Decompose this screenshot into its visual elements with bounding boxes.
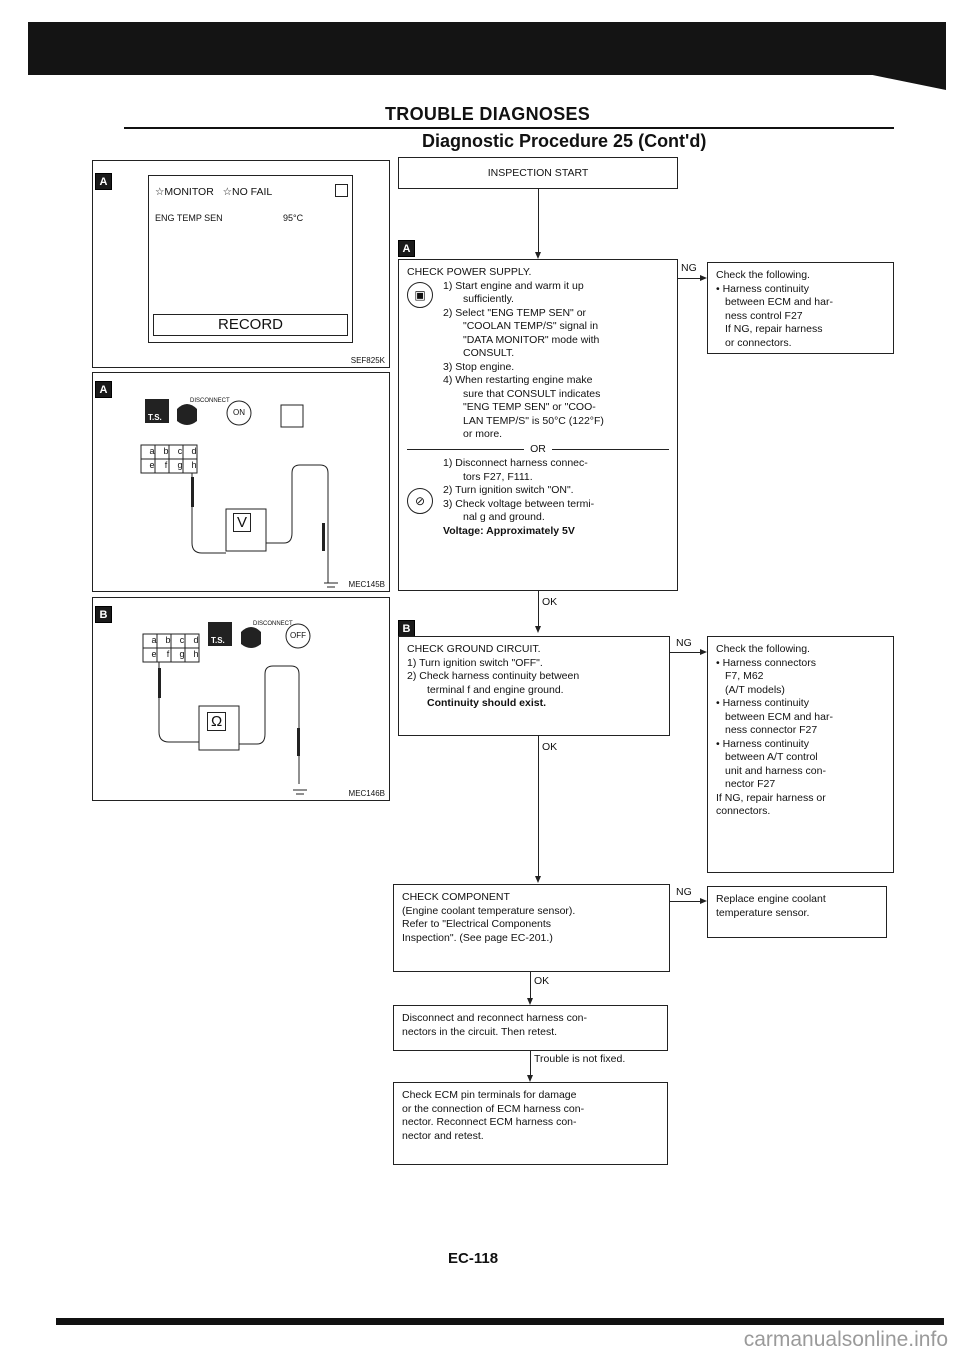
watermark: carmanualsonline.info [743,1328,948,1351]
figure-id: MEC145B [348,580,385,589]
alt-instructions: 1) Disconnect harness connec- tors F27, … [407,457,669,538]
flow-start-label: INSPECTION START [487,167,589,179]
flow-connector [538,591,539,628]
item-name: ENG TEMP SEN [155,213,223,223]
step3-ng-action: Replace engine coolant temperature senso… [707,886,887,938]
page-number: EC-118 [448,1250,499,1267]
disconnect-label: DISCONNECT [253,621,293,627]
procedure-title: Diagnostic Procedure 25 (Cont'd) [422,131,707,151]
flow-connector [670,901,700,902]
star-icon: ☆ [155,186,165,198]
off-label: OFF [290,631,306,640]
flow-connector [670,652,700,653]
ohmmeter-label: Ω [207,712,227,731]
figure-voltage-check: A DISCONNECT T.S. ON a b c d e f g h V M… [92,372,390,592]
item-value: 95°C [283,213,304,223]
ok-label: OK [534,975,550,987]
figure-monitor: A ☆MONITOR ☆NO FAIL ENG TEMP SEN 95°C RE… [92,160,390,368]
arrow-right-icon [700,275,707,281]
figure-tag-b: B [95,606,112,623]
arrow-down-icon [535,876,541,883]
arrow-down-icon [535,626,541,633]
step-check-ecm-pins: Check ECM pin terminals for damage or th… [393,1082,668,1165]
step-title: CHECK POWER SUPPLY. [407,266,532,278]
step-tag-a: A [398,240,415,257]
checkbox-icon [335,184,348,197]
header-bar [28,22,946,90]
ng-label: NG [676,886,692,898]
continuity-diagram [142,622,311,795]
figure-tag-a: A [95,173,112,190]
voltage-diagram [140,399,338,588]
result-label: Trouble is not fixed. [534,1053,626,1065]
consult-screen: ☆MONITOR ☆NO FAIL ENG TEMP SEN 95°C RECO… [148,175,353,343]
connector-bottom-row: e f g h [149,460,197,470]
flow-connector [538,189,539,254]
step-check-component: CHECK COMPONENT (Engine coolant temperat… [393,884,670,972]
arrow-right-icon [700,649,707,655]
footer-bar [56,1318,944,1325]
flow-connector [530,972,531,1000]
flow-start-box: INSPECTION START [398,157,678,189]
step-check-power-supply: CHECK POWER SUPPLY. ▣ 1) Start engine an… [398,259,678,591]
step-instructions: 1) Start engine and warm it up sufficien… [443,279,604,441]
continuity-spec: Continuity should exist. [427,697,547,709]
step-reconnect-harness: Disconnect and reconnect harness con- ne… [393,1005,668,1051]
connector-bottom-row: e f g h [151,649,199,659]
flow-connector [530,1051,531,1077]
arrow-down-icon [527,1075,533,1082]
connector-top-row: a b c d [151,635,199,645]
ng-label: NG [676,637,692,649]
no-fail-label: NO FAIL [232,186,273,198]
monitor-label: MONITOR [164,186,214,198]
figure-tag-a: A [95,381,112,398]
ok-label: OK [542,741,558,753]
monitor-header: ☆MONITOR ☆NO FAIL [155,186,272,199]
figure-id: MEC146B [348,789,385,798]
arrow-right-icon [700,898,707,904]
flow-connector [678,278,700,279]
section-title: TROUBLE DIAGNOSES [385,104,591,124]
star-icon: ☆ [222,186,232,198]
ts-label: T.S. [211,636,225,645]
flow-connector [538,736,539,878]
tester-icon: ⊘ [407,488,433,514]
consult-icon: ▣ [407,282,433,308]
title-rule [124,127,894,129]
disconnect-label: DISCONNECT [190,398,230,404]
step2-ng-action: Check the following. • Harness connector… [707,636,894,873]
step-check-ground-circuit: CHECK GROUND CIRCUIT. 1) Turn ignition s… [398,636,670,736]
ts-label: T.S. [148,413,162,422]
arrow-down-icon [535,252,541,259]
ok-label: OK [542,596,558,608]
record-button[interactable]: RECORD [153,314,348,336]
voltmeter-label: V [233,513,252,532]
ng-label: NG [681,262,697,274]
step-tag-b: B [398,620,415,637]
arrow-down-icon [527,998,533,1005]
step1-ng-action: Check the following. • Harness continuit… [707,262,894,354]
figure-continuity-check: B DISCONNECT T.S. OFF a b c d e f g h Ω … [92,597,390,801]
voltage-spec: Voltage: Approximately 5V [443,524,575,537]
on-label: ON [233,408,245,417]
figure-id: SEF825K [350,356,385,365]
or-divider: OR [407,443,669,457]
connector-top-row: a b c d [149,446,197,456]
